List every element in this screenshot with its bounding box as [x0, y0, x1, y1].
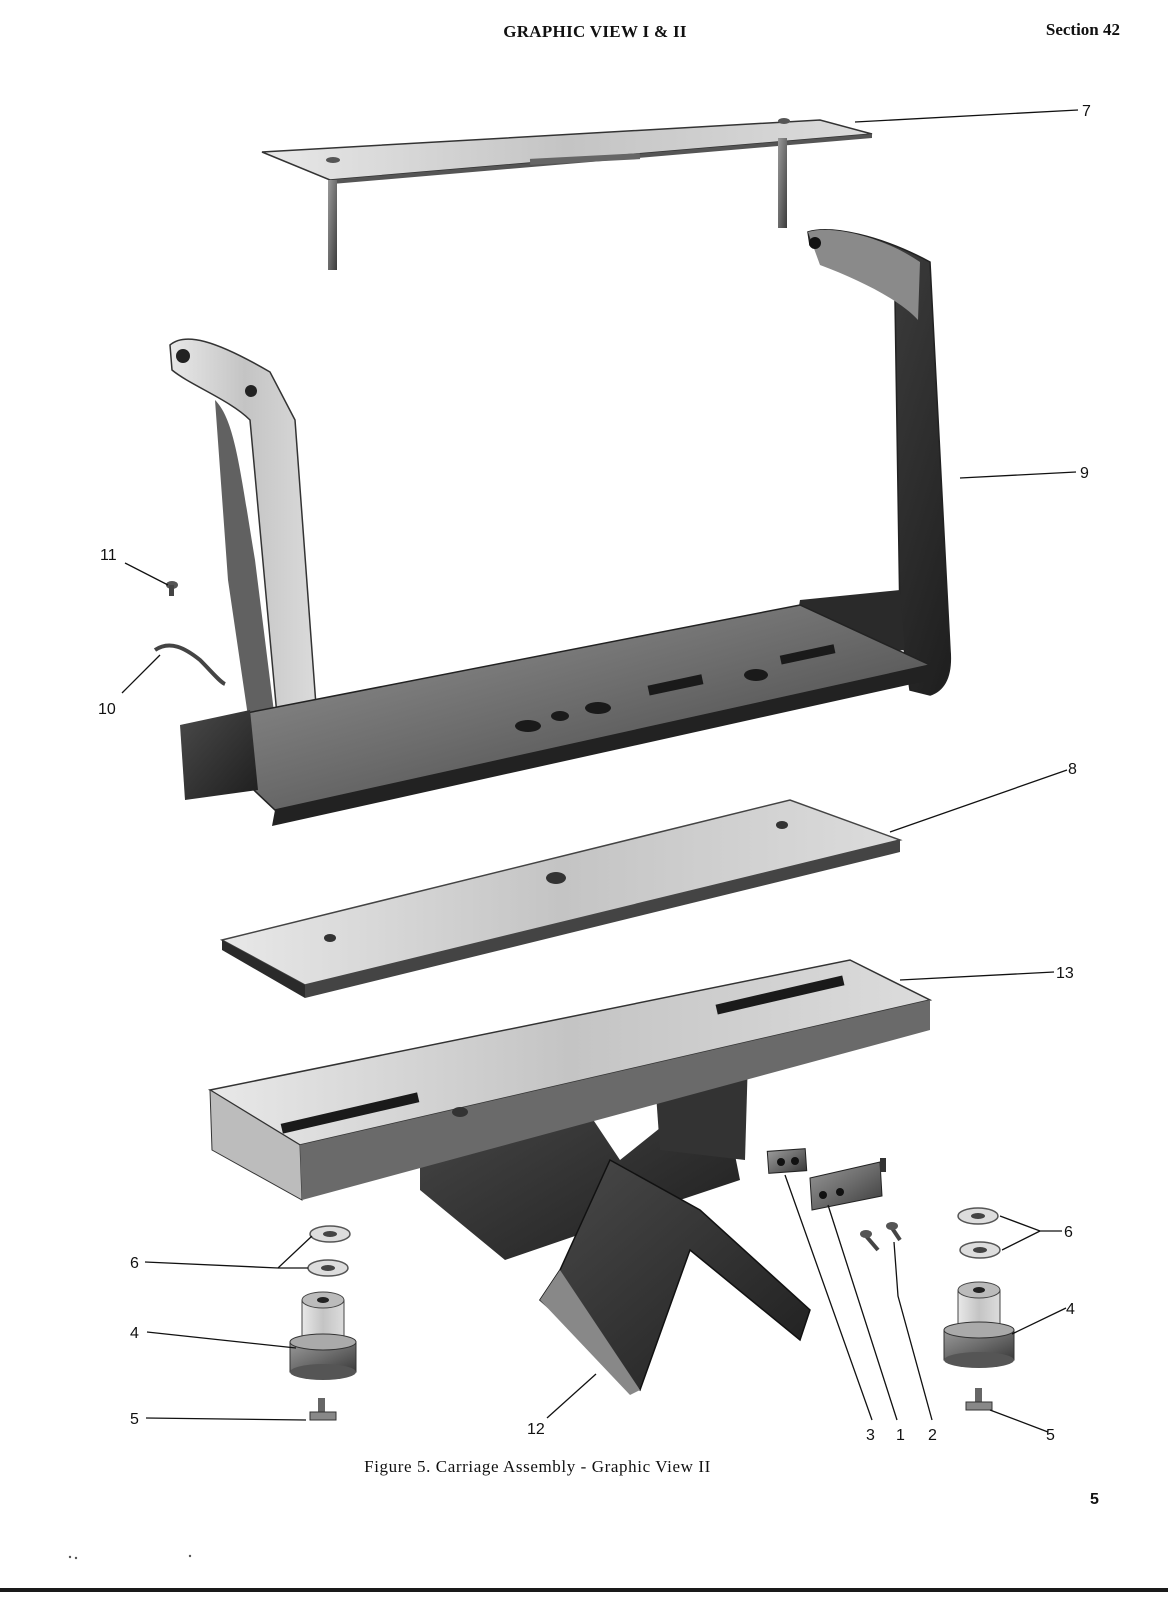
callout-4-left: 4 — [130, 1325, 139, 1342]
part-4-knob-left — [289, 1291, 357, 1380]
callout-4-right: 4 — [1066, 1301, 1075, 1318]
part-5-set-screw-right — [965, 1388, 993, 1411]
page-number: 5 — [1090, 1491, 1099, 1508]
callout-5-left: 5 — [130, 1411, 139, 1428]
part-5-set-screw-left — [309, 1398, 337, 1421]
part-10-spring-clip — [153, 643, 226, 686]
bottom-scan-border — [0, 1588, 1168, 1592]
speckle — [68, 1555, 72, 1559]
callout-8: 8 — [1068, 761, 1077, 778]
part-4-knob-right — [943, 1281, 1015, 1368]
callout-7: 7 — [1082, 103, 1091, 120]
part-8-slide-plate — [219, 799, 903, 998]
part-12-v-tray — [539, 1158, 811, 1395]
speckle — [188, 1554, 192, 1558]
part-6-washers-left — [307, 1225, 351, 1277]
part-3-small-plate — [766, 1148, 808, 1174]
part-11-screw — [166, 581, 178, 596]
part-2-screws — [860, 1222, 902, 1252]
callout-1: 1 — [896, 1427, 905, 1444]
leader-lines — [121, 109, 1079, 1433]
callout-6-left: 6 — [130, 1255, 139, 1272]
part-9-carriage-frame — [169, 229, 952, 826]
callout-6-right: 6 — [1064, 1224, 1073, 1241]
callout-3: 3 — [866, 1427, 875, 1444]
callout-9: 9 — [1080, 465, 1089, 482]
callout-5-right: 5 — [1046, 1427, 1055, 1444]
part-1-bracket — [809, 1158, 886, 1211]
callout-11: 11 — [100, 547, 117, 564]
part-7-top-plate — [261, 118, 873, 270]
part-13-channel-base — [207, 959, 933, 1260]
section-label: Section 42 — [1045, 20, 1120, 39]
callout-13: 13 — [1056, 965, 1074, 982]
figure-caption: Figure 5. Carriage Assembly - Graphic Vi… — [364, 1457, 711, 1476]
callout-12: 12 — [527, 1421, 545, 1438]
callout-2: 2 — [928, 1427, 937, 1444]
speckle — [74, 1556, 78, 1560]
part-6-washers-right — [957, 1207, 1001, 1259]
page-title: GRAPHIC VIEW I & II — [503, 22, 687, 41]
callout-10: 10 — [98, 701, 116, 718]
